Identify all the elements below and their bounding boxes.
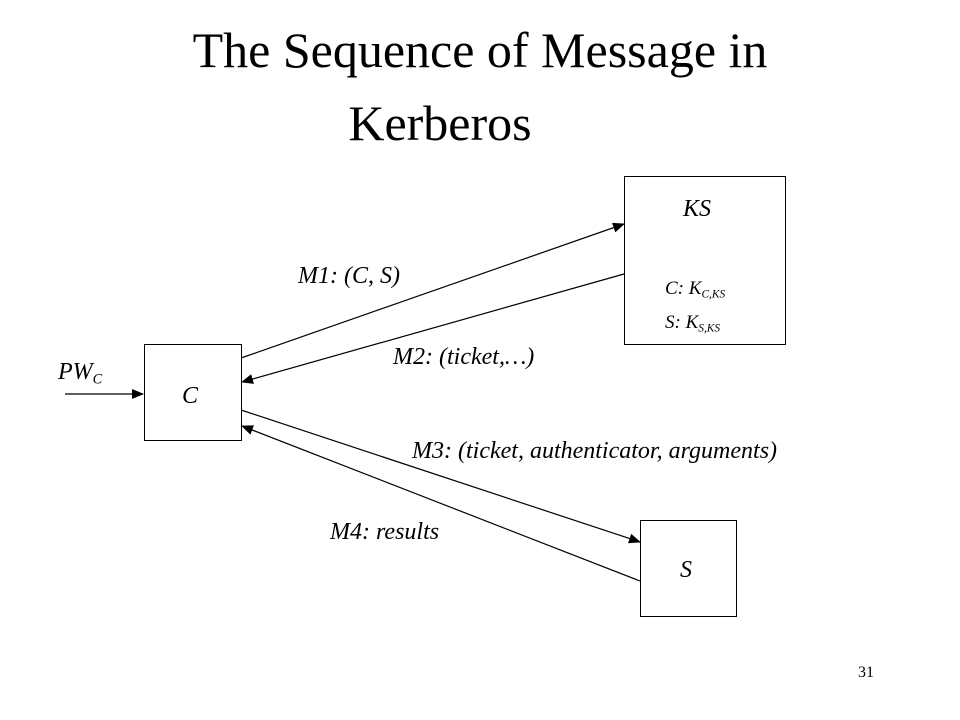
m1-arrow <box>240 222 625 359</box>
m1-label: M1: (C, S) <box>298 263 400 289</box>
m3-label: M3: (ticket, authenticator, arguments) <box>412 438 778 464</box>
slide-number: 31 <box>858 664 874 681</box>
m4-arrow <box>241 425 641 582</box>
key-server-label: KS <box>683 196 712 222</box>
m2-label: M2: (ticket,…) <box>393 344 535 370</box>
password-input-label: PWC <box>58 359 103 388</box>
server-box: S <box>640 520 737 617</box>
m3-arrow <box>240 409 641 544</box>
m2-arrow <box>241 273 625 384</box>
client-label: C <box>182 383 199 409</box>
page-title: The Sequence of Message in <box>192 22 768 78</box>
page-title-line2: Kerberos <box>348 95 532 151</box>
key-server-box: KS C: KC,KS S: KS,KS <box>624 176 786 345</box>
client-key-entry: C: KC,KS <box>665 278 726 301</box>
server-key-entry: S: KS,KS <box>665 312 721 335</box>
m4-label: M4: results <box>330 519 440 545</box>
server-label: S <box>680 557 692 583</box>
client-box: C <box>144 344 242 441</box>
